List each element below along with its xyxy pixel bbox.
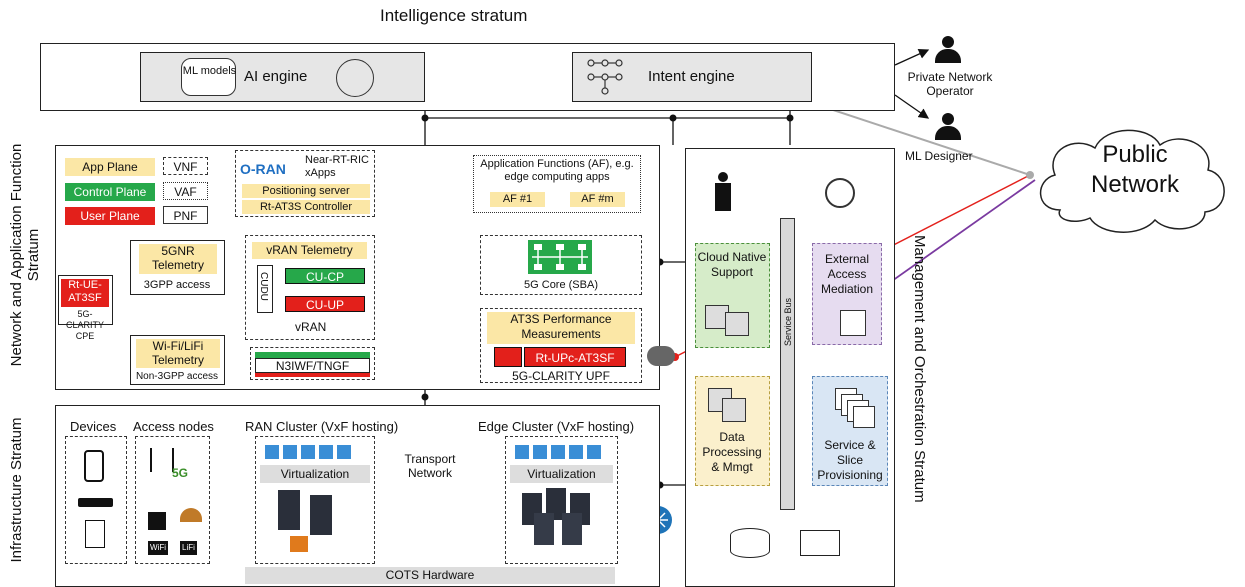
ml-designer-label: ML Designer: [905, 149, 973, 163]
intelligence-stratum-title: Intelligence stratum: [380, 6, 528, 25]
rt-upc-at3sf[interactable]: Rt-UPc-AT3SF: [524, 347, 626, 367]
sba-network-icon: [528, 240, 592, 274]
brain-head-icon: [336, 59, 374, 97]
rt-at3s-controller[interactable]: Rt-AT3S Controller: [242, 200, 370, 214]
refresh-icon: [494, 347, 522, 367]
n3iwf-box[interactable]: [250, 347, 375, 380]
wifi-lifi-telemetry-box[interactable]: Wi-Fi/LiFi Telemetry Non-3GPP access: [130, 335, 225, 385]
wifi-ap-icon: [148, 512, 166, 530]
router-device-icon: [78, 498, 113, 507]
application-functions-box[interactable]: [473, 155, 641, 213]
public-network-label: Public Network: [1090, 141, 1180, 198]
ml-models-database: ML models: [181, 58, 236, 96]
server-icon: [278, 490, 300, 530]
virtualization-ran: Virtualization: [260, 465, 370, 483]
infrastructure-stratum-title: Infrastructure Stratum: [8, 417, 25, 563]
af-1[interactable]: AF #1: [490, 192, 545, 207]
legend-control-plane: Control Plane: [65, 183, 155, 201]
af-m[interactable]: AF #m: [570, 192, 625, 207]
legend-user-plane: User Plane: [65, 207, 155, 225]
external-access-label: External Access Mediation: [820, 252, 874, 296]
5g-core-label: 5G Core (SBA): [524, 279, 598, 291]
usb-dongle-icon: [85, 520, 105, 548]
cudu-block[interactable]: CUDU: [257, 265, 273, 313]
presenter-icon: [712, 172, 734, 212]
vran-label: vRAN: [295, 320, 327, 334]
devices-label: Devices: [70, 419, 117, 434]
cu-cp[interactable]: CU-CP: [285, 268, 365, 284]
designer-person-icon: [935, 113, 961, 141]
legend-app-plane: App Plane: [65, 158, 155, 176]
near-rt-ric-box[interactable]: [235, 150, 375, 217]
service-slice-box[interactable]: [812, 376, 888, 486]
5gnr-telemetry-box[interactable]: 5GNR Telemetry 3GPP access: [130, 240, 225, 295]
vran-box[interactable]: [245, 235, 375, 340]
vran-telemetry[interactable]: vRAN Telemetry: [252, 242, 367, 259]
vm-cubes-icon-edge: [515, 445, 615, 459]
workflow-icon: [587, 59, 623, 95]
data-processing-label: Data Processing & Mmgt: [702, 430, 762, 474]
cu-up[interactable]: CU-UP: [285, 296, 365, 312]
af-title: Application Functions (AF), e.g. edge co…: [480, 158, 634, 183]
edge-cluster-label: Edge Cluster (VxF hosting): [478, 419, 635, 434]
5g-badge: 5G: [172, 466, 189, 480]
ran-cluster-label: RAN Cluster (VxF hosting): [245, 419, 399, 434]
transport-network-label: Transport Network: [404, 452, 456, 480]
database-icon: [730, 528, 770, 558]
vm-cubes-icon: [265, 445, 365, 459]
ai-engine-label: AI engine: [244, 68, 308, 85]
ran-cluster-box[interactable]: [255, 436, 375, 564]
legend-vnf: VNF: [163, 157, 208, 175]
service-bus: Service Bus: [780, 218, 795, 510]
ric-xapps-label: Near-RT-RIC xApps: [305, 154, 369, 179]
service-slice-label: Service & Slice Provisioning: [817, 438, 883, 482]
devices-box: [65, 436, 127, 564]
wifi-badge: WiFi: [148, 541, 168, 555]
server-icon-2: [310, 495, 332, 535]
documents-icon: [800, 530, 840, 556]
edge-cluster-box[interactable]: [505, 436, 618, 564]
positioning-server[interactable]: Positioning server: [242, 184, 370, 198]
oran-logo: O-RAN: [240, 161, 286, 177]
management-stratum-title: Management and Orchestration Stratum: [911, 235, 928, 503]
operator-person-icon: [935, 36, 961, 64]
cell-tower-icon: [150, 448, 174, 472]
network-stratum-title: Network and Application Function Stratum: [8, 143, 42, 367]
cpe-box[interactable]: Rt-UE-AT3SF 5G-CLARITY CPE: [58, 275, 113, 341]
5g-core-box[interactable]: [480, 235, 642, 295]
lifi-lamp-icon: [180, 508, 202, 522]
access-nodes-box: [135, 436, 210, 564]
upf-box[interactable]: [480, 308, 642, 383]
intent-engine-box[interactable]: Intent engine: [572, 52, 812, 102]
cots-hardware: COTS Hardware: [245, 567, 615, 584]
at3s-performance-measurements[interactable]: AT3S Performance Measurements: [487, 312, 635, 344]
virtualization-edge: Virtualization: [510, 465, 613, 483]
access-nodes-label: Access nodes: [133, 419, 214, 434]
private-network-operator-label: Private Network Operator: [907, 70, 993, 98]
ai-engine-box[interactable]: ML models AI engine: [140, 52, 425, 102]
chip-icon: [290, 536, 308, 552]
lifi-badge: LiFi: [180, 541, 197, 555]
data-processing-box[interactable]: [695, 376, 770, 486]
smartphone-icon: [84, 450, 104, 482]
server-rack-icon: [522, 488, 607, 548]
cloud-icon: [647, 346, 675, 366]
legend-pnf: PNF: [163, 206, 208, 224]
cloud-native-label: Cloud Native Support: [697, 250, 767, 279]
n3iwf-label: N3IWF/TNGF: [255, 358, 370, 373]
public-network-cloud-icon: [1039, 129, 1225, 233]
intent-engine-label: Intent engine: [648, 68, 735, 85]
legend-vaf: VAF: [163, 182, 208, 200]
gear-icon: [825, 178, 855, 208]
upf-label: 5G-CLARITY UPF: [512, 369, 610, 383]
